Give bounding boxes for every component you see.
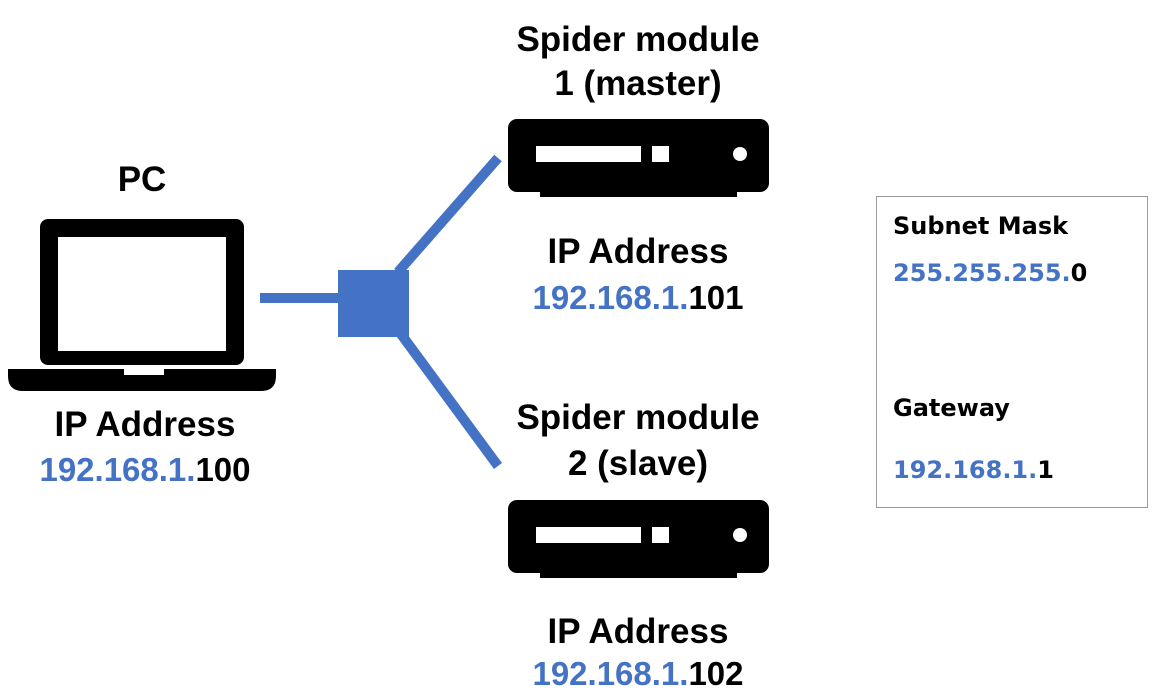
pc-ip-label: IP Address: [54, 405, 236, 444]
network-info-box: Subnet Mask 255.255.255.0 Gateway 192.16…: [876, 196, 1148, 508]
subnet-mask-host: 0: [1070, 259, 1088, 287]
gateway-value: 192.168.1.1: [893, 455, 1054, 485]
module1-ip-address: 192.168.1.101: [488, 278, 788, 318]
network-device-icon-module1: [508, 119, 769, 197]
module1-ip-prefix: 192.168.1.: [532, 279, 689, 316]
module2-ip-address: 192.168.1.102: [488, 654, 788, 694]
pc-ip-prefix: 192.168.1.: [39, 451, 196, 488]
network-device-icon-module2: [508, 500, 769, 578]
gateway-label: Gateway: [893, 394, 1010, 422]
gateway-prefix: 192.168.1.: [893, 456, 1038, 484]
pc-ip-host: 100: [195, 451, 251, 488]
subnet-mask-label: Subnet Mask: [893, 212, 1069, 240]
module1-title-line1: Spider module: [516, 20, 760, 59]
gateway-host: 1: [1037, 456, 1054, 484]
module2-title-line2: 2 (slave): [567, 444, 709, 483]
module2-ip-host: 102: [688, 655, 744, 692]
cable-hub-to-module2: [393, 327, 503, 469]
network-hub-icon: [338, 270, 409, 337]
module2-title-line1: Spider module: [516, 398, 760, 437]
subnet-mask-value: 255.255.255.0: [893, 258, 1087, 288]
pc-title: PC: [117, 160, 167, 199]
laptop-icon: [8, 219, 276, 391]
subnet-mask-prefix: 255.255.255.: [893, 259, 1071, 287]
module1-ip-label: IP Address: [547, 232, 729, 271]
module2-ip-label: IP Address: [547, 612, 729, 651]
module2-ip-prefix: 192.168.1.: [532, 655, 689, 692]
module1-title-line2: 1 (master): [554, 64, 722, 103]
cable-hub-to-module1: [394, 154, 502, 276]
pc-ip-address: 192.168.1.100: [0, 450, 290, 490]
module1-ip-host: 101: [688, 279, 744, 316]
